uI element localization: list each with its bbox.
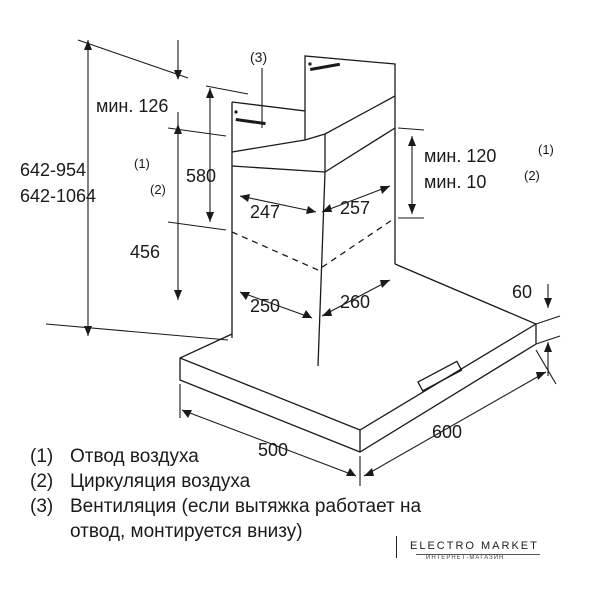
arrowhead (322, 204, 332, 212)
chimney-front-edge (317, 171, 326, 367)
247-line (239, 195, 317, 213)
456-mid-ext (167, 221, 227, 231)
60-bottom-ext (535, 335, 561, 345)
arrowhead (380, 186, 390, 194)
logo-tagline: ИНТЕРНЕТ-МАГАЗИН (426, 555, 505, 561)
arrowhead (544, 342, 552, 352)
logo-bar (396, 536, 397, 558)
arrowhead (84, 326, 92, 336)
dim-60-label: 60 (512, 282, 532, 302)
arrowhead (174, 70, 182, 80)
total-height-label-2: 642-1064 (20, 186, 96, 206)
dim-250-label: 250 (250, 296, 280, 316)
logo-name: ELECTRO MARKET (410, 540, 539, 552)
hood-outline (179, 55, 537, 453)
arrowhead (206, 212, 214, 222)
arrowhead (174, 290, 182, 300)
total-height-bottom-ext (45, 323, 229, 341)
store-logo: ELECTRO MARKET ИНТЕРНЕТ-МАГАЗИН (396, 530, 556, 580)
dim-456-label: 456 (130, 242, 160, 262)
vent-slot-left (235, 118, 266, 126)
arrowhead (240, 194, 250, 202)
60-top-ext (535, 315, 561, 325)
legend-item: (1) Отвод воздуха (30, 444, 421, 469)
min-10-note: (2) (524, 168, 540, 183)
500-line (181, 409, 357, 477)
legend-number: (1) (30, 446, 54, 467)
callout-3-label: (3) (250, 49, 267, 65)
legend-item: (3) Вентиляция (если вытяжка работает на… (30, 494, 421, 544)
min-120-note: (1) (538, 142, 554, 157)
legend-text: Отвод воздуха (70, 446, 199, 467)
screw-dot (234, 110, 238, 114)
legend-item: (2) Циркуляция воздуха (30, 469, 421, 494)
total-height-note-2: (2) (150, 182, 166, 197)
min-120-label: мин. 120 (424, 146, 496, 166)
vent-slot-right (310, 62, 341, 71)
legend-number: (2) (30, 471, 54, 492)
arrowhead (536, 372, 546, 380)
arrowhead (174, 124, 182, 134)
arrowhead (408, 136, 416, 146)
control-panel (417, 360, 463, 392)
dim-500-label: 500 (258, 440, 288, 460)
legend-number: (3) (30, 496, 54, 517)
min-126-label: мин. 126 (96, 96, 168, 116)
legend-text: Циркуляция воздуха (70, 471, 251, 492)
arrowhead (240, 292, 250, 300)
upper-chimney-bottom-back (231, 139, 306, 153)
upper-chimney-right-face (304, 55, 396, 141)
600-line (363, 371, 547, 477)
dim-600-label: 600 (432, 422, 462, 442)
vent-slots (234, 62, 341, 126)
chimney-dashed-join (231, 217, 396, 271)
arrowhead (346, 468, 356, 476)
chimney-top-rim (231, 127, 396, 173)
arrowhead (84, 40, 92, 50)
arrowhead (380, 280, 390, 288)
arrowhead (544, 298, 552, 308)
arrowhead (364, 468, 374, 476)
dim-260-label: 260 (340, 292, 370, 312)
257-line (321, 185, 391, 213)
arrowhead (306, 206, 316, 214)
screw-dot (308, 62, 312, 66)
580-top-ext (205, 85, 249, 95)
legend-text: Вентиляция (если вытяжка работает на отв… (70, 496, 422, 542)
arrowhead (408, 204, 416, 214)
arrowhead (302, 310, 312, 318)
dim-257-label: 257 (340, 198, 370, 218)
total-height-label-1: 642-954 (20, 160, 86, 180)
total-height-top-ext (77, 39, 189, 79)
arrowheads (84, 40, 552, 476)
min-10-label: мин. 10 (424, 172, 486, 192)
legend: (1) Отвод воздуха (2) Циркуляция воздуха… (30, 444, 421, 544)
250-line (239, 291, 313, 319)
total-height-note-1: (1) (134, 156, 150, 171)
arrowhead (182, 410, 192, 418)
arrowhead (322, 308, 332, 316)
dim-247-label: 247 (250, 202, 280, 222)
dim-580-label: 580 (186, 166, 216, 186)
min120-top-ext (397, 127, 425, 131)
260-line (321, 279, 391, 317)
logo-underline (416, 554, 540, 555)
arrowhead (206, 88, 214, 98)
600-right-ext (535, 349, 557, 385)
